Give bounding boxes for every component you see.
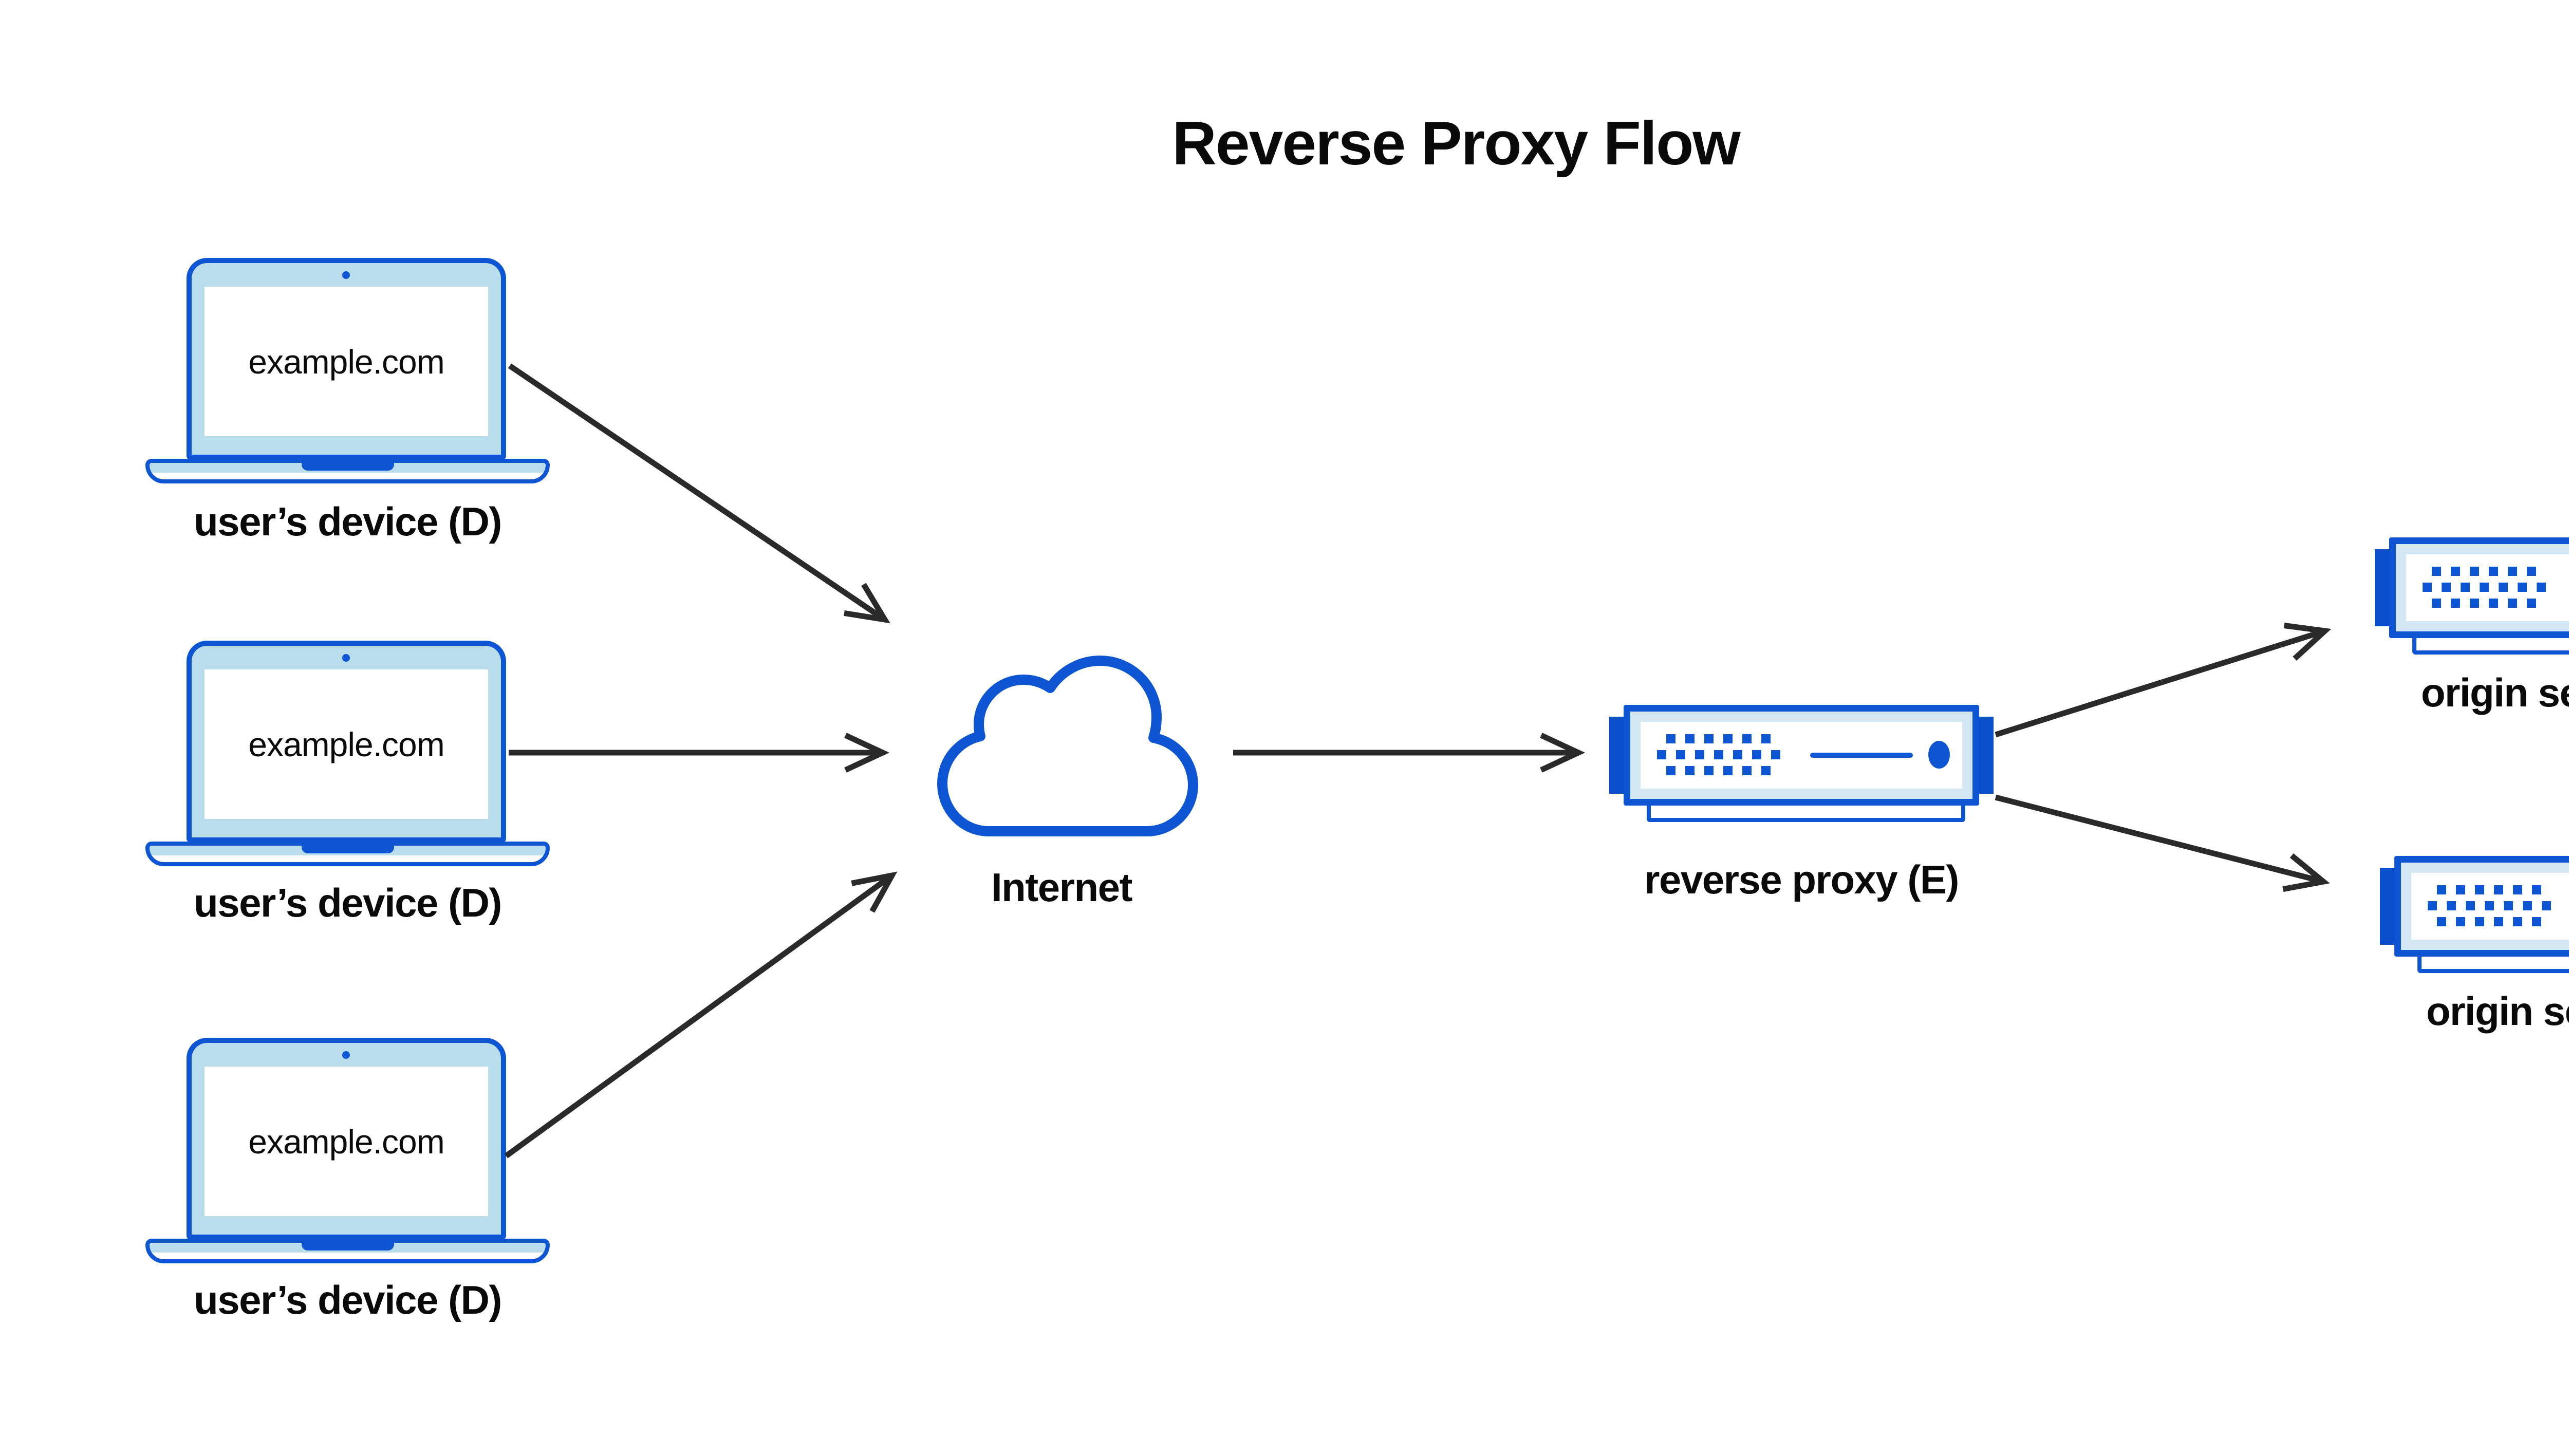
laptop-display: example.com: [204, 1067, 488, 1216]
laptop-screen: example.com: [187, 258, 506, 460]
diagram-title: Reverse Proxy Flow: [1172, 109, 1741, 178]
user-device-1-laptop-icon: example.com: [145, 258, 550, 483]
origin-server-2-label: origin server (F): [2426, 988, 2569, 1034]
server-led-icon: [1928, 741, 1950, 769]
arrow-internet-to-reverse-proxy: [1233, 733, 1586, 773]
user-device-3-laptop-icon: example.com: [145, 1038, 550, 1263]
laptop-base: [145, 1239, 550, 1263]
internet-cloud-icon: [937, 656, 1198, 836]
server-chassis: [2394, 856, 2569, 957]
laptop-hinge: [301, 463, 394, 471]
arrow-device3-to-internet: [504, 871, 898, 1159]
laptop-base: [145, 842, 550, 866]
user-device-3-label: user’s device (D): [194, 1277, 502, 1322]
laptop-hinge: [301, 1243, 394, 1250]
origin-server-1-label: origin server (F): [2421, 670, 2569, 715]
camera-dot-icon: [342, 1051, 350, 1059]
device-screen-text: example.com: [248, 1122, 444, 1161]
arrow-reverse-proxy-to-origin1: [1995, 623, 2332, 738]
server-vents-icon: [2423, 567, 2546, 608]
arrow-device1-to-internet: [508, 363, 890, 624]
reverse-proxy-label: reverse proxy (E): [1644, 857, 1959, 902]
arrow-device2-to-internet: [509, 733, 890, 773]
user-device-2-laptop-icon: example.com: [145, 641, 550, 866]
laptop-hinge: [301, 846, 394, 853]
device-screen-text: example.com: [248, 342, 444, 381]
server-slot-icon: [1810, 753, 1913, 758]
laptop-display: example.com: [204, 287, 488, 436]
camera-dot-icon: [342, 654, 350, 662]
origin-server-1-icon: [2375, 537, 2569, 666]
server-faceplate: [1641, 722, 1962, 789]
laptop-screen: example.com: [187, 1038, 506, 1240]
device-screen-text: example.com: [248, 725, 444, 763]
user-device-1-label: user’s device (D): [194, 499, 502, 544]
camera-dot-icon: [342, 271, 350, 279]
laptop-display: example.com: [204, 669, 488, 819]
internet-label: Internet: [991, 865, 1133, 910]
laptop-screen: example.com: [187, 641, 506, 843]
server-chassis: [2389, 537, 2569, 638]
reverse-proxy-server-icon: [1609, 705, 1994, 833]
server-faceplate: [2406, 554, 2569, 621]
server-chassis: [1624, 705, 1979, 806]
laptop-base: [145, 459, 550, 483]
server-faceplate: [2411, 873, 2569, 940]
user-device-2-label: user’s device (D): [194, 880, 502, 925]
origin-server-2-icon: [2380, 856, 2569, 984]
server-vents-icon: [1657, 734, 1780, 775]
server-vents-icon: [2428, 885, 2551, 926]
arrow-reverse-proxy-to-origin2: [1995, 794, 2330, 892]
